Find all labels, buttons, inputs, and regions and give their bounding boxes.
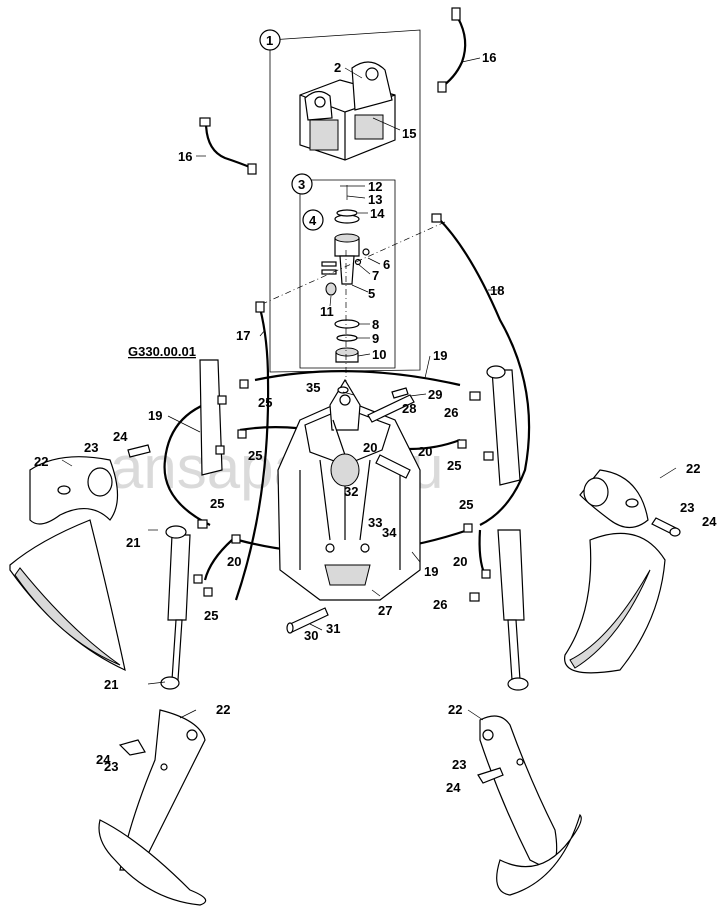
grapple-frame (277, 378, 421, 601)
callout-22a: 22 (34, 454, 48, 469)
rotator-head (299, 61, 396, 161)
callout-31: 31 (326, 621, 340, 636)
shell-lower-left (98, 709, 207, 906)
callout-circle-3 (291, 173, 313, 195)
callout-25d: 25 (204, 608, 218, 623)
hydraulic-cylinders (160, 359, 529, 691)
callout-10: 10 (372, 347, 386, 362)
callout-24a: 24 (113, 429, 128, 444)
callout-33: 33 (368, 515, 382, 530)
callout-19a: 19 (433, 348, 447, 363)
callout-24d: 24 (446, 780, 461, 795)
callout-8: 8 (372, 317, 379, 332)
leader-lines (61, 57, 677, 721)
callout-circle-4 (302, 209, 324, 231)
callout-25b: 25 (248, 448, 262, 463)
callout-23d: 23 (452, 757, 466, 772)
callout-21b: 21 (104, 677, 118, 692)
callout-21a: 21 (126, 535, 140, 550)
callout-16a: 16 (482, 50, 496, 65)
callout-20d: 20 (363, 440, 377, 455)
rotator-assembly-box (269, 29, 421, 373)
callout-17: 17 (236, 328, 250, 343)
callout-26a: 26 (444, 405, 458, 420)
callout-27: 27 (378, 603, 392, 618)
callout-18: 18 (490, 283, 504, 298)
callout-25e: 25 (447, 458, 461, 473)
callout-30: 30 (304, 628, 318, 643)
callout-4: 4 (309, 213, 317, 228)
callout-23b: 23 (680, 500, 694, 515)
shell-left (9, 444, 151, 672)
callout-circle-1 (259, 29, 281, 51)
callouts: 1 3 4 2 15 12 13 14 6 7 5 11 8 9 10 16 1… (34, 33, 717, 795)
callout-34: 34 (382, 525, 397, 540)
reference-label: G330.00.01 (128, 344, 196, 359)
callout-6: 6 (383, 257, 390, 272)
callout-22c: 22 (216, 702, 230, 717)
callout-22b: 22 (686, 461, 700, 476)
callout-12: 12 (368, 179, 382, 194)
callout-22d: 22 (448, 702, 462, 717)
callout-1: 1 (266, 33, 273, 48)
callout-7: 7 (372, 268, 379, 283)
callout-28: 28 (402, 401, 416, 416)
callout-14: 14 (370, 206, 385, 221)
callout-29: 29 (428, 387, 442, 402)
callout-11: 11 (320, 304, 334, 319)
callout-15: 15 (402, 126, 416, 141)
callout-5: 5 (368, 286, 375, 301)
callout-25a: 25 (258, 395, 272, 410)
callout-35: 35 (306, 380, 320, 395)
callout-24b: 24 (702, 514, 717, 529)
callout-25c: 25 (210, 496, 224, 511)
callout-23a: 23 (84, 440, 98, 455)
shell-lower-right (477, 715, 582, 896)
callout-19c: 19 (424, 564, 438, 579)
swivel-parts (321, 185, 370, 363)
callout-16b: 16 (178, 149, 192, 164)
callout-24c: 24 (96, 752, 111, 767)
callout-13: 13 (368, 192, 382, 207)
callout-26b: 26 (433, 597, 447, 612)
callout-23c: 23 (104, 759, 118, 774)
callout-19b: 19 (148, 408, 162, 423)
pins (286, 386, 415, 634)
fittings (193, 7, 494, 602)
callout-20c: 20 (453, 554, 467, 569)
shell-right (564, 469, 681, 674)
callout-3: 3 (298, 177, 305, 192)
callout-9: 9 (372, 331, 379, 346)
callout-20a: 20 (418, 444, 432, 459)
callout-32: 32 (344, 484, 358, 499)
callout-25f: 25 (459, 497, 473, 512)
callout-2: 2 (334, 60, 341, 75)
callout-20b: 20 (227, 554, 241, 569)
